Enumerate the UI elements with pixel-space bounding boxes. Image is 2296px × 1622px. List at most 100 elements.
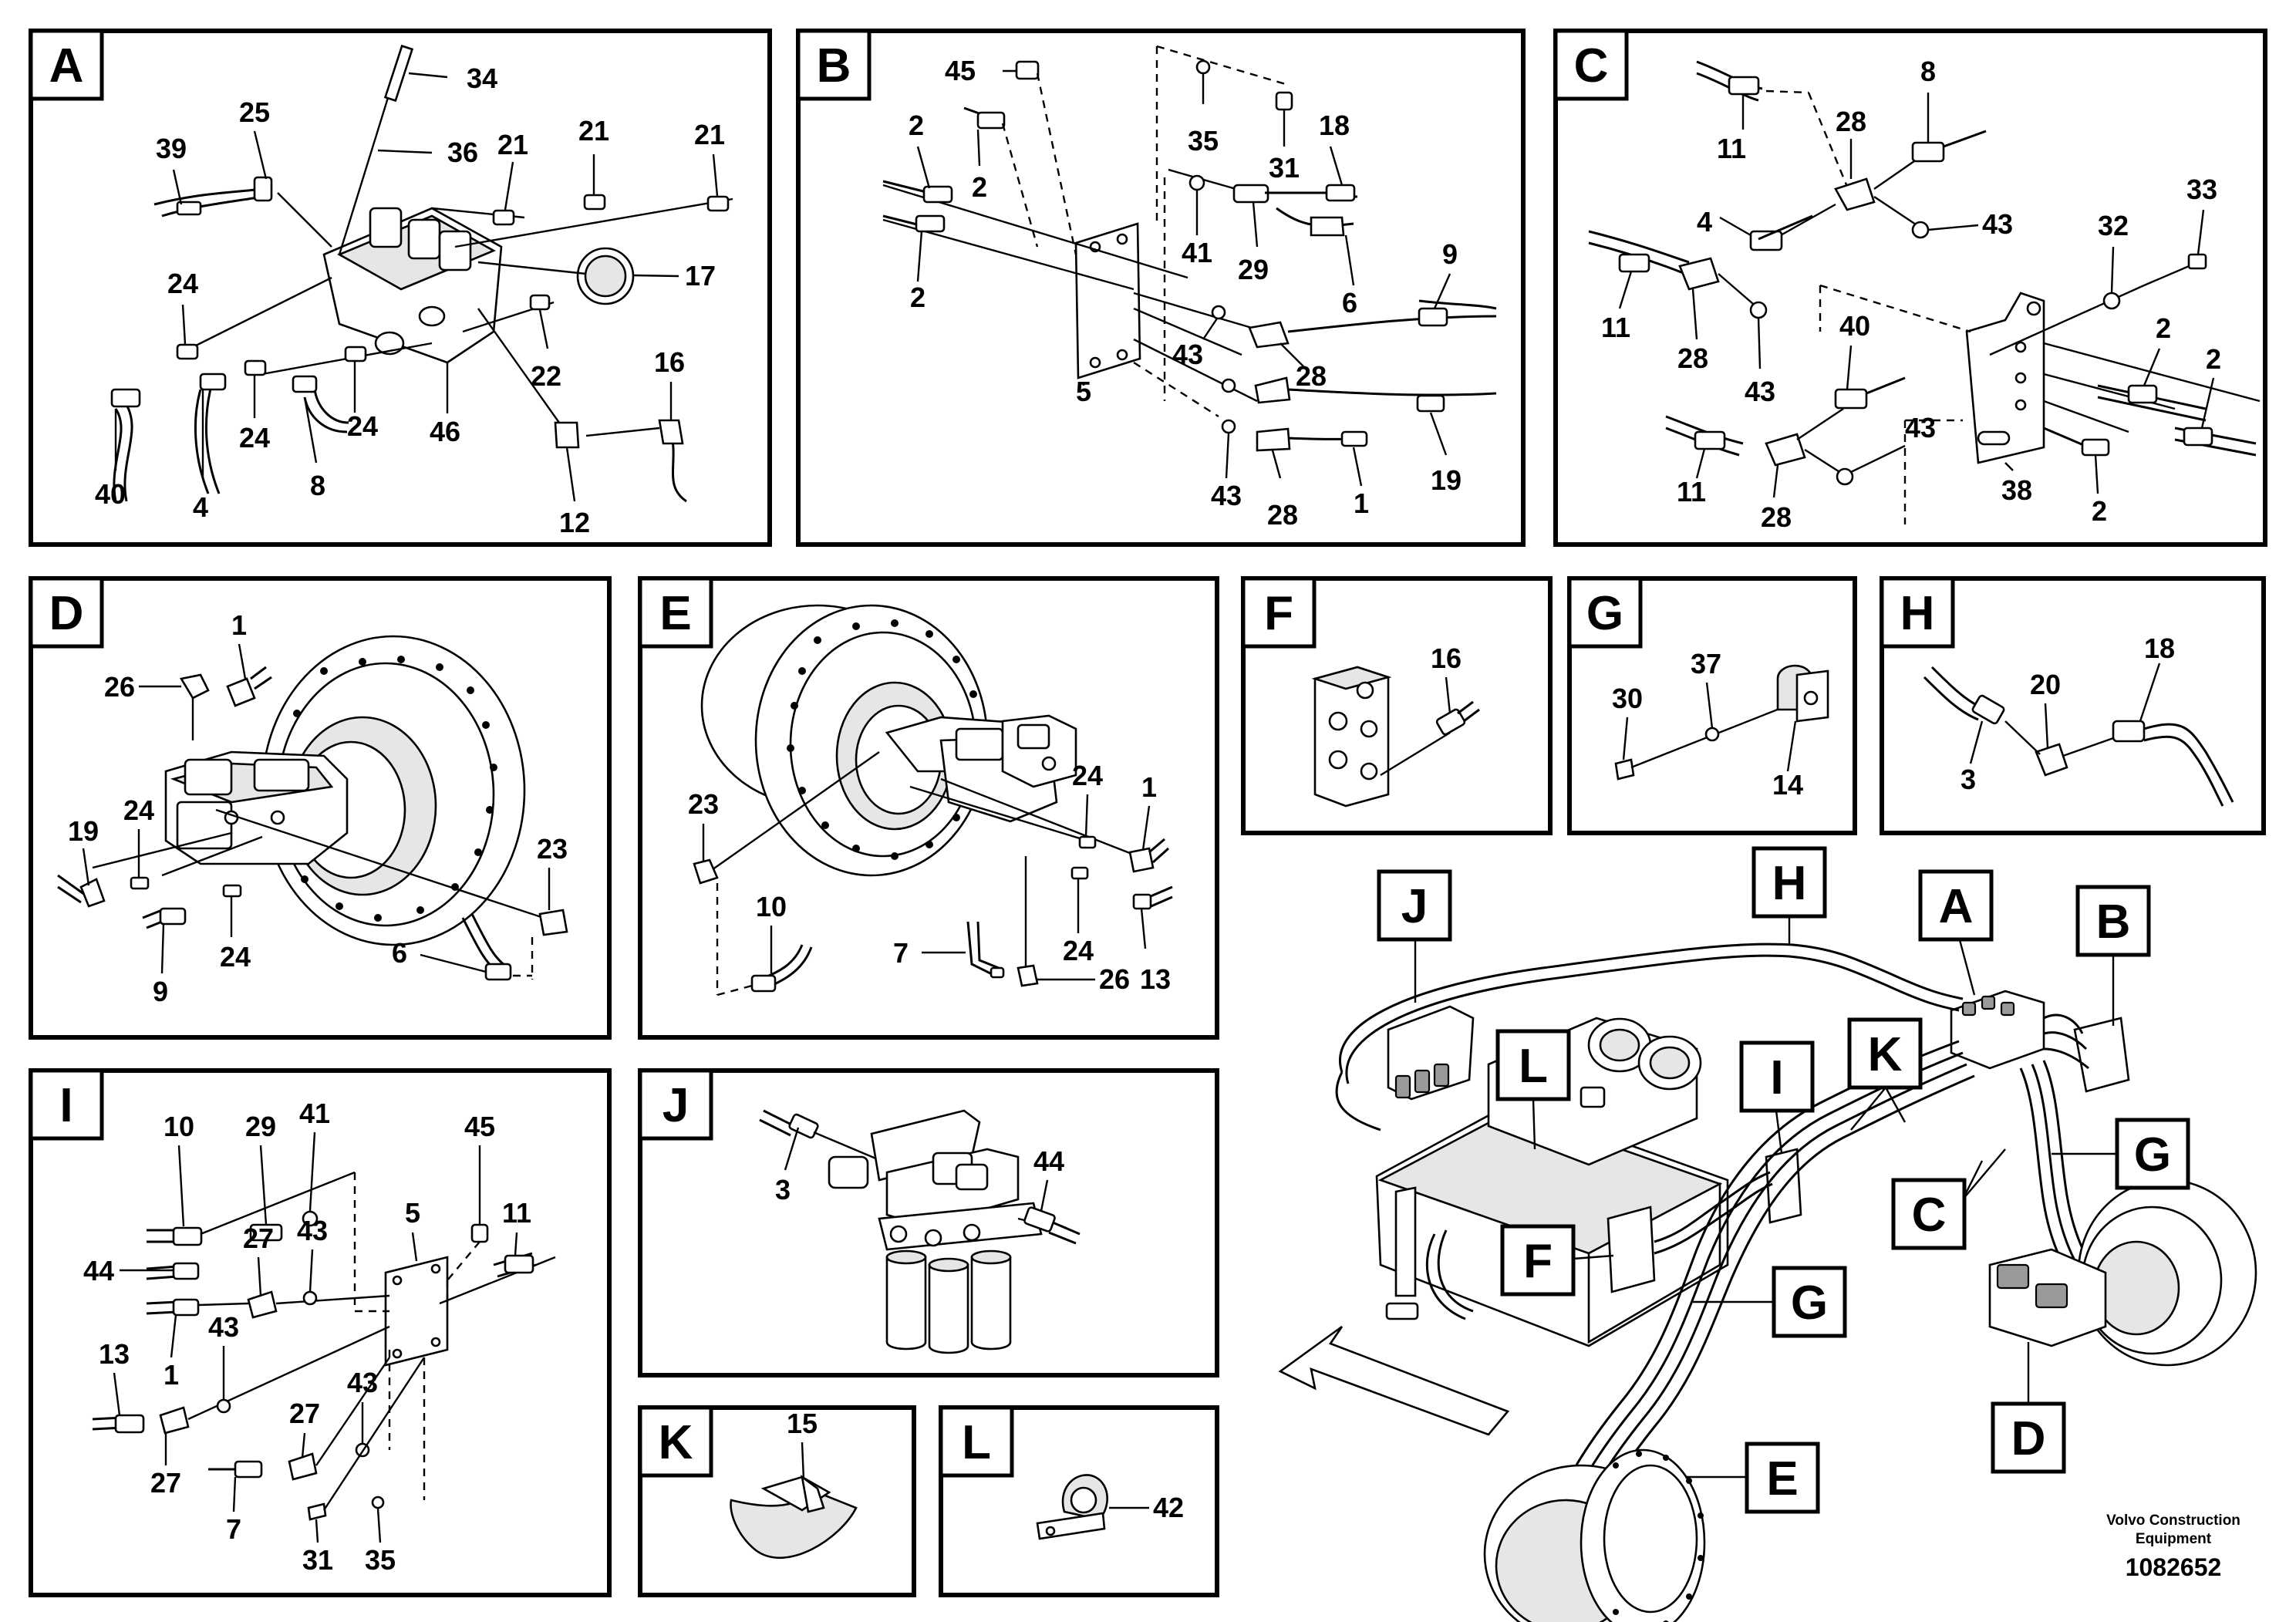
part-number: 28 [1677, 342, 1708, 374]
panel-b-letter: B [817, 39, 851, 93]
part-number: 14 [1772, 769, 1803, 801]
panel-f-letter-box [1241, 576, 1317, 649]
part-number: 4 [193, 491, 208, 523]
part-number: 11 [1601, 312, 1630, 343]
part-number: 21 [497, 129, 528, 160]
panel-b: B [796, 29, 1526, 547]
panel-d-artwork [57, 635, 568, 981]
panel-i-letter-box [29, 1068, 104, 1141]
callout-leader [1850, 1087, 1886, 1131]
part-number: 35 [365, 1544, 396, 1576]
panel-c: C [1553, 29, 2267, 547]
panel-l-letter-box [939, 1405, 1014, 1478]
panel-i-artwork [92, 1171, 556, 1521]
part-number: 23 [537, 833, 568, 865]
part-number: 13 [1140, 963, 1171, 995]
company-name-line1: Volvo Construction [2106, 1512, 2240, 1529]
part-number: 24 [1072, 760, 1103, 791]
callout-box-f: F [1500, 1224, 1576, 1297]
part-number: 43 [1745, 376, 1775, 407]
panel-d-letter-box [29, 576, 104, 649]
part-number: 30 [1612, 683, 1643, 714]
callout-box-a: A [1918, 869, 1994, 942]
part-number: 18 [1319, 110, 1350, 141]
part-number: 3 [775, 1174, 791, 1206]
svg-text:C: C [1912, 1189, 1947, 1242]
part-number: 28 [1761, 501, 1792, 533]
part-number: 19 [1431, 464, 1462, 496]
callout-box-e: E [1745, 1442, 1820, 1514]
panel-e-letter: E [659, 587, 691, 640]
callout-box-j: J [1377, 869, 1452, 942]
panel-d-part-numbers: 1 26 19 24 23 24 9 6 [68, 609, 568, 1007]
panel-b-part-numbers: 45 35 2 31 18 2 41 29 2 6 9 5 43 28 43 2… [909, 55, 1462, 531]
panel-h: H 18 20 3 [1880, 576, 2266, 835]
panel-i-letter: I [59, 1079, 72, 1132]
part-number: 25 [239, 96, 270, 128]
svg-text:E: E [1766, 1452, 1798, 1506]
part-number: 2 [910, 282, 925, 313]
panel-f-artwork [1311, 666, 1480, 808]
part-number: 26 [1099, 963, 1130, 995]
part-number: 24 [123, 794, 154, 826]
svg-text:G: G [1791, 1276, 1828, 1330]
panel-i-callout-lines [113, 1131, 518, 1543]
callout-leader [1957, 936, 1976, 996]
part-number: 45 [945, 55, 976, 86]
part-number: 1 [1141, 771, 1157, 803]
panel-c-part-numbers: 8 11 28 33 4 43 32 11 28 43 40 2 2 43 11… [1601, 56, 2221, 533]
callout-leader [1884, 1087, 1907, 1123]
part-number: 33 [2186, 174, 2217, 205]
part-number: 17 [685, 260, 716, 292]
callout-box-h: H [1752, 846, 1827, 919]
part-number: 7 [226, 1513, 241, 1545]
part-number: 2 [909, 110, 924, 141]
part-number: 16 [1431, 642, 1462, 674]
part-number: 11 [502, 1197, 531, 1229]
panel-b-callout-lines [916, 69, 1451, 487]
part-number: 28 [1267, 499, 1298, 531]
part-number: 8 [1920, 56, 1936, 87]
part-number: 13 [99, 1338, 130, 1370]
panel-l-artwork [1036, 1474, 1108, 1540]
part-number: 24 [167, 268, 198, 299]
panel-i-part-numbers: 10 29 41 45 44 27 43 5 11 13 43 1 27 43 … [83, 1098, 531, 1576]
panel-k: K 15 [638, 1405, 916, 1597]
part-number: 10 [164, 1111, 194, 1142]
panel-j: J 3 44 [638, 1068, 1219, 1378]
drawing-number: 1082652 [2126, 1553, 2222, 1581]
part-number: 1 [1354, 487, 1369, 519]
part-number: 20 [2030, 669, 2061, 700]
callout-leader [1532, 1098, 1536, 1150]
panel-k-callout-line [801, 1442, 805, 1480]
callout-leader [1573, 1254, 1614, 1260]
callout-box-g: G [2115, 1118, 2190, 1190]
panel-e-letter-box [638, 576, 713, 649]
panel-k-letter: K [659, 1416, 693, 1469]
part-number: 18 [2144, 632, 2175, 664]
panel-h-artwork [1923, 666, 2234, 807]
svg-text:L: L [1519, 1040, 1548, 1093]
part-number: 9 [153, 976, 168, 1007]
panel-g-letter-box [1567, 576, 1643, 649]
part-number: 12 [559, 507, 590, 538]
panel-h-letter: H [1900, 587, 1935, 640]
part-number: 43 [1905, 412, 1936, 443]
part-number: 29 [245, 1111, 276, 1142]
part-number: 43 [1982, 208, 2013, 240]
callout-box-g-lower: G [1772, 1266, 1847, 1338]
svg-text:H: H [1772, 857, 1807, 910]
panel-b-artwork [882, 45, 1497, 452]
panel-a-letter-box [29, 29, 104, 101]
part-number: 9 [1442, 238, 1458, 270]
panel-a-artwork [110, 44, 733, 503]
svg-text:D: D [2011, 1412, 2046, 1465]
panel-g-callout-lines [1622, 682, 1797, 772]
part-number: 24 [220, 941, 251, 973]
part-number: 3 [1961, 764, 1976, 795]
callout-box-k: K [1847, 1017, 1923, 1090]
part-number: 5 [1076, 376, 1091, 407]
part-number: 24 [1063, 935, 1094, 966]
part-number: 45 [464, 1111, 495, 1142]
callout-box-b: B [2075, 885, 2151, 957]
